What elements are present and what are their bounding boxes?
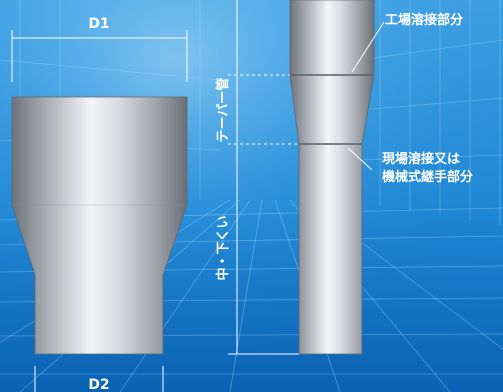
right-pile-body xyxy=(289,0,375,355)
factory-weld-label: 工場溶接部分 xyxy=(385,12,463,28)
left-taper-pile xyxy=(11,96,188,355)
left-pile-body xyxy=(11,96,188,355)
taper-pipe-label: テーパー管 xyxy=(215,78,231,143)
factory-weld-leader xyxy=(351,21,385,73)
site-weld-label-line2: 機械式継手部分 xyxy=(382,169,473,185)
site-weld-label-line1: 現場溶接又は xyxy=(382,151,460,167)
right-pile xyxy=(289,0,375,355)
d2-dimension xyxy=(34,366,164,392)
site-weld-leader xyxy=(347,147,373,171)
d1-dimension xyxy=(11,30,188,82)
pile-length-dimension xyxy=(228,0,299,355)
d2-label: D2 xyxy=(88,377,109,392)
d1-label: D1 xyxy=(88,16,109,32)
middle-lower-pile-label: 中・下くい xyxy=(215,215,231,280)
